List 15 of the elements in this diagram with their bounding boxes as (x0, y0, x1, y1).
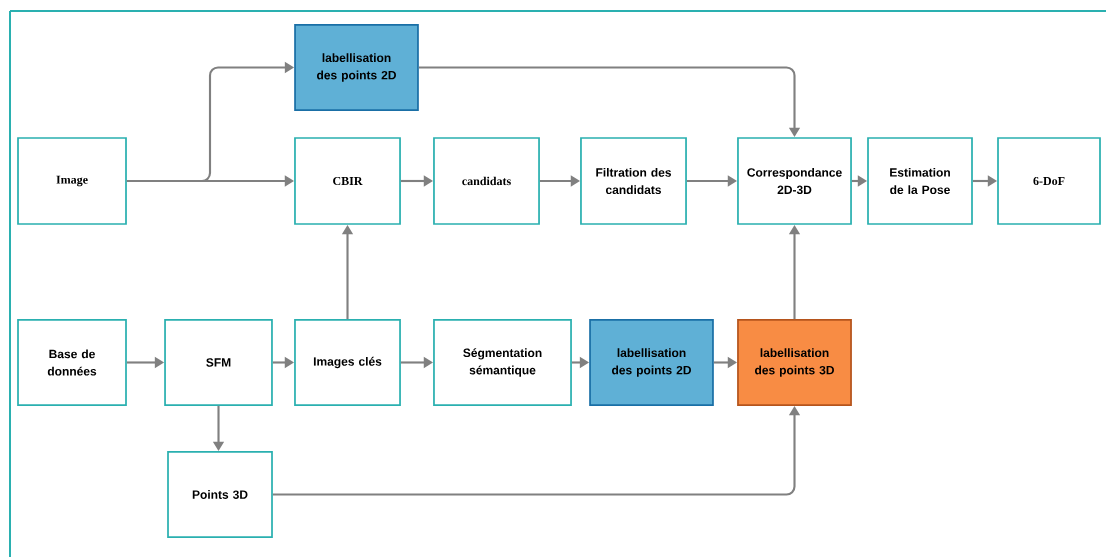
process-box: labellisation des points 2D (294, 24, 419, 111)
process-box: Ségmentation sémantique (433, 319, 572, 406)
process-box: Correspondance 2D-3D (737, 137, 852, 225)
process-box: labellisation des points 3D (737, 319, 852, 406)
process-box: Points 3D (167, 451, 273, 538)
process-box: candidats (433, 137, 540, 225)
process-box: Image (17, 137, 127, 225)
process-box: 6-DoF (997, 137, 1101, 225)
process-box: labellisation des points 2D (589, 319, 714, 406)
process-box: Base de données (17, 319, 127, 406)
process-box: Images clés (294, 319, 401, 406)
process-box: SFM (164, 319, 273, 406)
process-box: Filtration des candidats (580, 137, 687, 225)
process-box: CBIR (294, 137, 401, 225)
process-box: Estimation de la Pose (867, 137, 973, 225)
